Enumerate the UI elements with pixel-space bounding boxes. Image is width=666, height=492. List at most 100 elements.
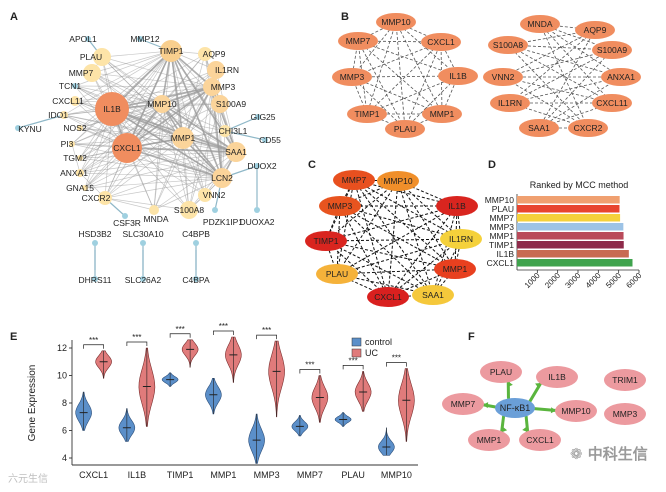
edge-b: [538, 29, 596, 129]
c-node-timp1: [305, 231, 347, 251]
e-ylabel: Gene Expression: [27, 365, 38, 442]
edge-a: [126, 86, 213, 149]
f-node-mmp3-label: MMP3: [613, 409, 638, 419]
e-category-mmp7: MMP7: [297, 470, 323, 480]
edge-c: [339, 205, 462, 240]
edge-a: [161, 103, 237, 153]
d-xtick-label: 3000: [563, 271, 582, 290]
edge-b: [509, 102, 589, 129]
edge-a: [74, 86, 213, 102]
edge-c: [387, 205, 458, 298]
edge-c: [339, 205, 434, 296]
node-label-saa1: SAA1: [225, 147, 247, 157]
edge-a: [91, 72, 213, 88]
node-cxcl11: [70, 96, 80, 106]
f-node-mmp10-label: MMP10: [561, 406, 591, 416]
node-label-tcn1: TCN1: [59, 81, 81, 91]
c-node-cxcl1-label: CXCL1: [374, 292, 402, 302]
f-arrow-mmp1: [501, 426, 508, 433]
b-left-node-mmp10: [376, 13, 416, 31]
edge-a: [111, 53, 206, 110]
node-hsd3b2: [92, 240, 98, 246]
b-left-node-mmp10-label: MMP10: [381, 17, 411, 27]
node-ido1: [60, 111, 68, 119]
panel-letter-a: A: [10, 11, 18, 23]
c-node-saa1-label: SAA1: [422, 290, 444, 300]
edge-a: [111, 108, 237, 153]
c-node-mmp7: [333, 170, 375, 190]
edge-c: [325, 180, 399, 242]
b-right-node-s100a8: [488, 36, 528, 54]
edge-c: [397, 180, 434, 296]
e-category-mmp10: MMP10: [381, 470, 412, 480]
watermark-right-text: 中科生信: [587, 445, 648, 463]
f-node-trim1: [604, 369, 646, 391]
edge-a: [101, 50, 172, 58]
node-label-c4bpb: C4BPB: [182, 229, 210, 239]
edge-a: [79, 86, 213, 174]
d-title: Ranked by MCC method: [530, 180, 629, 190]
edge-b: [509, 29, 596, 104]
node-label-mmp3: MMP3: [211, 82, 236, 92]
b-right-node-mnda-label: MNDA: [527, 19, 552, 29]
edge-b: [395, 21, 459, 77]
edge-b: [366, 75, 459, 115]
c-node-mmp7-label: MMP7: [342, 175, 367, 185]
e-category-il1b: IL1B: [128, 470, 147, 480]
d-category-mmp10: MMP10: [485, 195, 515, 205]
d-category-cxcl1: CXCL1: [487, 258, 515, 268]
d-category-il1b: IL1B: [497, 249, 515, 259]
edge-a: [104, 86, 213, 199]
c-node-mmp1-label: MMP1: [443, 264, 468, 274]
d-category-mmp3: MMP3: [489, 222, 514, 232]
f-arrow-mmp7: [482, 402, 489, 409]
f-node-mmp3: [604, 403, 646, 425]
edge-a: [101, 56, 213, 88]
node-anxa1: [76, 169, 84, 177]
c-node-il1b: [436, 196, 478, 216]
e-sig-bracket: [342, 365, 364, 370]
node-label-mmp10: MMP10: [147, 99, 177, 109]
node-tgm2: [77, 155, 83, 161]
edge-b: [366, 21, 397, 115]
edge-c: [325, 240, 456, 270]
edge-a: [63, 86, 213, 116]
d-category-plau: PLAU: [492, 204, 514, 214]
b-right-node-vnn2: [483, 68, 523, 86]
e-sig-label: ***: [89, 336, 98, 345]
f-arrow-mmp10: [550, 407, 557, 414]
edge-a: [153, 177, 223, 211]
edge-c: [353, 179, 389, 298]
node-label-timp1: TIMP1: [158, 46, 183, 56]
edge-b: [507, 44, 622, 78]
f-center-node: [495, 398, 535, 418]
node-tcn1: [72, 83, 78, 89]
node-label-duox2: DUOX2: [247, 161, 277, 171]
b-right-node-s100a9: [592, 41, 632, 59]
edge-c: [336, 180, 399, 275]
edge-a: [104, 137, 184, 199]
b-left-node-cxcl1-label: CXCL1: [427, 37, 455, 47]
node-label-chi3l1: CHI3L1: [219, 126, 248, 136]
edge-c: [353, 179, 456, 270]
b-right-node-vnn2-label: VNN2: [492, 72, 515, 82]
e-sig-label: ***: [175, 325, 184, 334]
node-label-apol1: APOL1: [69, 34, 97, 44]
edge-c: [397, 180, 456, 270]
node-label-hsd3b2: HSD3B2: [78, 229, 111, 239]
c-node-cxcl1: [367, 287, 409, 307]
node-c4bpa: [193, 276, 199, 282]
b-left-node-cxcl1: [421, 33, 461, 51]
edge-a: [71, 143, 223, 179]
e-sig-label: ***: [262, 326, 271, 335]
edge-a-peripheral: [17, 114, 65, 129]
b-left-node-timp1: [347, 105, 387, 123]
b-left-node-timp1-label: TIMP1: [354, 109, 379, 119]
b-right-node-aqp9: [575, 21, 615, 39]
e-legend-control: control: [365, 337, 392, 347]
b-left-node-mmp7: [338, 32, 378, 50]
node-label-pi3: PI3: [61, 139, 74, 149]
f-arrow-il1b: [535, 382, 541, 389]
node-label-gig25: GIG25: [250, 112, 275, 122]
b-left-node-il1b: [438, 67, 478, 85]
